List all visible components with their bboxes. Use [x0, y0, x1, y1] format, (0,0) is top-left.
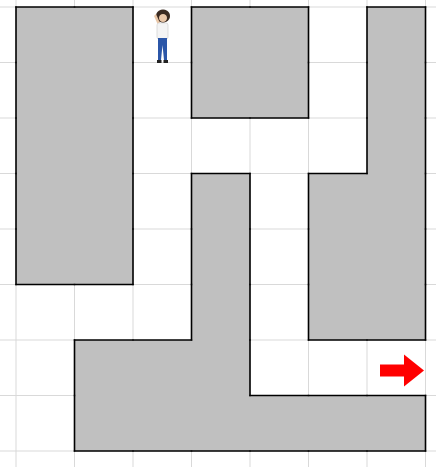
wall-cell: [75, 7, 134, 63]
wall-cell: [309, 285, 368, 341]
wall-cell: [192, 7, 251, 63]
wall-cell: [367, 229, 426, 285]
wall-left-tall: [16, 7, 134, 285]
wall-cell: [75, 340, 134, 396]
wall-cell: [16, 7, 75, 63]
wall-cell: [309, 229, 368, 285]
wall-cell: [192, 396, 251, 452]
wall-cell: [367, 7, 426, 63]
wall-cell: [75, 63, 134, 119]
wall-cell: [192, 285, 251, 341]
wall-cell: [16, 63, 75, 119]
wall-cell: [75, 396, 134, 452]
wall-cell: [75, 174, 134, 230]
wall-cell: [192, 174, 251, 230]
wall-cell: [75, 229, 134, 285]
wall-cell: [367, 63, 426, 119]
wall-cell: [367, 174, 426, 230]
wall-cell: [16, 229, 75, 285]
wall-cell: [367, 118, 426, 174]
wall-cell: [250, 63, 309, 119]
wall-cell: [192, 229, 251, 285]
wall-cell: [367, 285, 426, 341]
wall-cell: [133, 340, 192, 396]
player-face: [159, 14, 167, 22]
wall-cell: [250, 396, 309, 452]
wall-cell: [309, 396, 368, 452]
wall-cell: [16, 118, 75, 174]
wall-cell: [133, 396, 192, 452]
player-shoe: [157, 60, 162, 63]
player-shoe: [164, 60, 169, 63]
wall-cell: [367, 396, 426, 452]
wall-cell: [75, 118, 134, 174]
wall-cell: [192, 340, 251, 396]
wall-cell: [250, 7, 309, 63]
wall-cell: [309, 174, 368, 230]
wall-top-middle: [192, 7, 310, 119]
player-shirt: [157, 23, 168, 39]
wall-cell: [192, 63, 251, 119]
wall-cell: [16, 174, 75, 230]
